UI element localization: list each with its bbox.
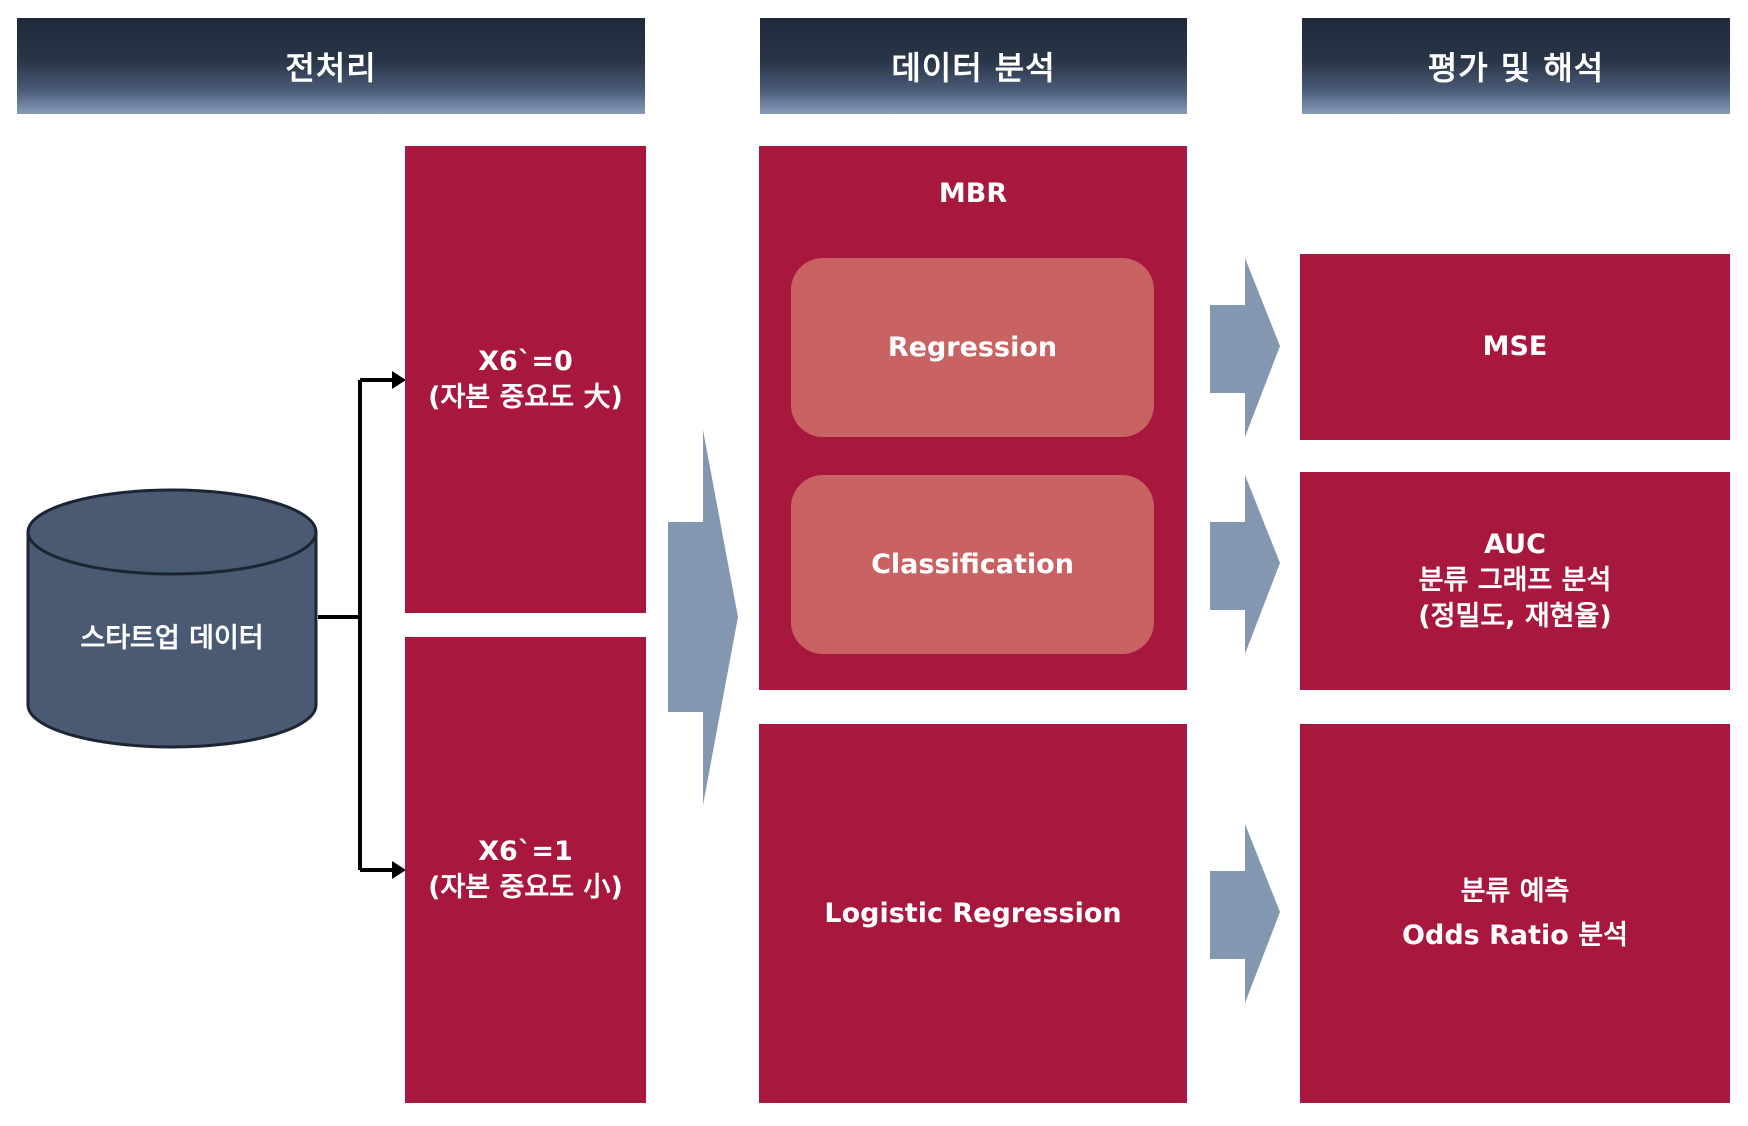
chevron-arrow-main [668, 430, 738, 805]
preprocess-bottom-line2: (자본 중요도 小) [428, 872, 623, 903]
arrowhead-top [392, 371, 406, 389]
database-label-text: 스타트업 데이터 [80, 622, 264, 654]
mse-box: MSE [1300, 254, 1730, 440]
header-analysis-label: 데이터 분석 [891, 49, 1056, 87]
mse-label: MSE [1482, 331, 1548, 362]
arrowhead-bottom [392, 861, 406, 879]
chevron-arrow-odds [1210, 824, 1280, 1003]
mbr-title: MBR [938, 178, 1008, 209]
odds-line2: Odds Ratio 분석 [1402, 919, 1628, 951]
header-evaluation-label: 평가 및 해석 [1427, 49, 1605, 87]
odds-line1: 분류 예측 [1460, 875, 1570, 907]
auc-line2: 분류 그래프 분석 [1418, 565, 1612, 596]
chevron-arrow-mse [1210, 258, 1280, 437]
classification-pill: Classification [791, 475, 1154, 654]
logistic-label: Logistic Regression [824, 897, 1122, 929]
auc-line1: AUC [1484, 529, 1546, 560]
database-cylinder-icon [26, 488, 318, 749]
logistic-box: Logistic Regression [759, 724, 1187, 1103]
chevron-arrow-auc [1210, 475, 1280, 654]
classification-label: Classification [871, 549, 1074, 580]
preprocess-bottom-line1: X6`=1 [478, 836, 573, 867]
preprocess-box-top: X6`=0 (자본 중요도 大) [405, 146, 646, 613]
regression-label: Regression [887, 332, 1058, 363]
database-label: 스타트업 데이터 [28, 605, 316, 665]
odds-box: 분류 예측 Odds Ratio 분석 [1300, 724, 1730, 1103]
regression-pill: Regression [791, 258, 1154, 437]
header-preprocess-label: 전처리 [285, 49, 377, 87]
auc-box: AUC 분류 그래프 분석 (정밀도, 재현율) [1300, 472, 1730, 690]
header-evaluation: 평가 및 해석 [1302, 18, 1730, 114]
preprocess-top-line1: X6`=0 [478, 345, 573, 377]
header-preprocess: 전처리 [17, 18, 645, 114]
preprocess-box-bottom: X6`=1 (자본 중요도 小) [405, 637, 646, 1103]
header-analysis: 데이터 분석 [760, 18, 1187, 114]
auc-line3: (정밀도, 재현율) [1418, 601, 1612, 632]
preprocess-top-line2: (자본 중요도 大) [428, 381, 623, 413]
